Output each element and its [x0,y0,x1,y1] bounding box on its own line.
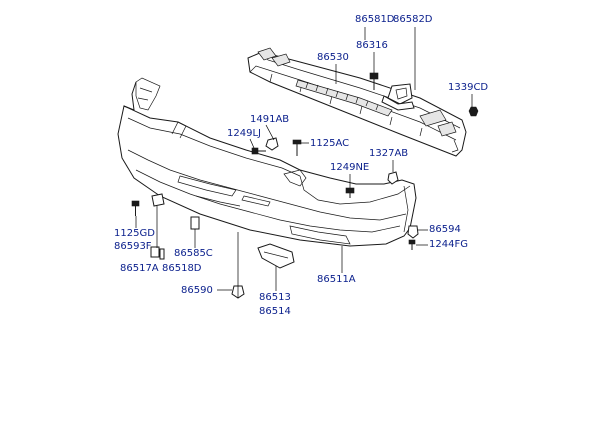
bumper-cover-86511A [117,77,417,247]
label-1249NE: 1249NE [330,162,370,173]
label-86513: 86513 [259,292,291,303]
bracket-86581D [381,83,415,111]
clip-86594 [407,225,419,239]
label-86585C: 86585C [174,248,213,259]
label-86593F: 86593F [114,241,152,252]
cover-86513 [257,243,295,269]
reflector-86518D [159,248,165,260]
label-86316: 86316 [356,40,388,51]
bolt-1249LJ [251,147,266,155]
label-1244FG: 1244FG [429,239,468,250]
reflector-86517A [150,246,160,258]
label-86590: 86590 [181,285,213,296]
nut-1339CD [468,106,479,117]
label-86511A: 86511A [317,274,356,285]
label-86581D: 86581D [355,14,395,25]
clip-1327AB [387,171,399,185]
screw-1125AC [292,139,302,156]
label-86582D: 86582D [393,14,433,25]
bolt-1125GD [131,200,140,216]
label-1125GD: 1125GD [114,228,155,239]
label-1249LJ: 1249LJ [227,128,261,139]
label-86518D: 86518D [162,263,202,274]
clip-86585C [190,216,200,230]
leader-lines [135,27,473,298]
clip-86593F [151,193,165,207]
label-1339CD: 1339CD [448,82,489,93]
label-86514: 86514 [259,306,291,317]
clip-1244FG [408,239,416,250]
label-1125AC: 1125AC [310,138,350,149]
bumper-absorber-86530 [247,47,467,157]
label-1327AB: 1327AB [369,148,409,159]
label-1491AB: 1491AB [250,114,290,125]
label-86594: 86594 [429,224,461,235]
label-86530: 86530 [317,52,349,63]
label-86517A: 86517A [120,263,159,274]
clip-1491AB [265,137,279,151]
